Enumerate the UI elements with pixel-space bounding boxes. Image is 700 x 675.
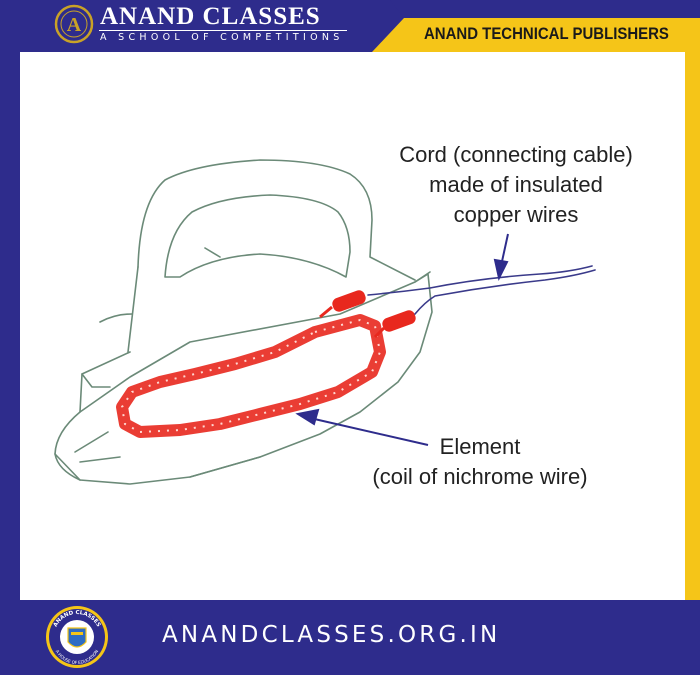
cord-pointer-head bbox=[493, 258, 509, 281]
electric-iron-diagram bbox=[54, 159, 596, 485]
power-cord bbox=[367, 265, 596, 315]
iron-soleplate bbox=[54, 273, 433, 485]
cord-label-line-1: Cord (connecting cable) bbox=[399, 142, 633, 167]
footer-logo-icon: ANAND CLASSES A HOUSE OF EDUCATION bbox=[46, 606, 108, 668]
iron-handle-opening bbox=[164, 194, 351, 278]
diagram-panel: Cord (connecting cable) made of insulate… bbox=[20, 52, 685, 600]
element-label: Element (coil of nichrome wire) bbox=[340, 432, 620, 492]
svg-text:A: A bbox=[67, 14, 82, 36]
brand-logo-icon: A bbox=[54, 4, 94, 44]
element-label-line-1: Element bbox=[439, 434, 521, 459]
element-label-line-2: (coil of nichrome wire) bbox=[372, 464, 588, 489]
cord-label-line-3: copper wires bbox=[453, 202, 579, 227]
publisher-name: ANAND TECHNICAL PUBLISHERS bbox=[424, 24, 669, 43]
cord-label: Cord (connecting cable) made of insulate… bbox=[356, 140, 676, 230]
footer-banner: ANAND CLASSES A HOUSE OF EDUCATION ANAND… bbox=[0, 600, 700, 675]
cord-label-line-2: made of insulated bbox=[429, 172, 603, 197]
heating-coil bbox=[116, 290, 416, 438]
tagline-divider bbox=[99, 30, 347, 31]
brand-tagline: A SCHOOL OF COMPETITIONS bbox=[100, 32, 344, 43]
element-pointer-head bbox=[295, 408, 320, 426]
coil-connector-bottom bbox=[382, 310, 416, 332]
header-banner: A ANAND CLASSES A SCHOOL OF COMPETITIONS… bbox=[0, 0, 700, 52]
right-accent-bar bbox=[685, 52, 700, 600]
iron-body bbox=[54, 159, 433, 485]
iron-handle-outer bbox=[137, 159, 416, 281]
brand-title: ANAND CLASSES bbox=[100, 3, 321, 30]
footer-website-url: ANANDCLASSES.ORG.IN bbox=[162, 622, 501, 648]
coil-connector-top bbox=[332, 290, 366, 312]
element-pointer-line bbox=[309, 417, 429, 446]
annotation-arrows bbox=[295, 233, 509, 446]
header-background bbox=[0, 0, 700, 52]
